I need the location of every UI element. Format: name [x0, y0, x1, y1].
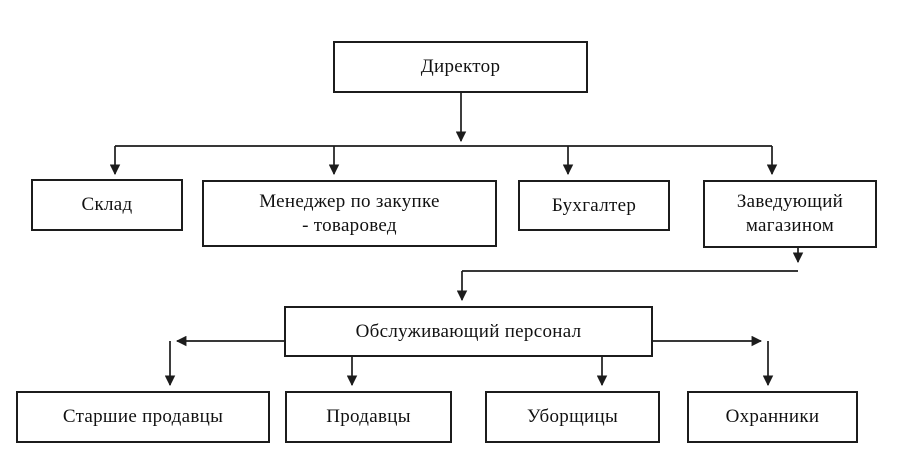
node-warehouse: Склад: [31, 179, 183, 231]
node-purchasing-manager-label-line1: Менеджер по закупке: [259, 190, 440, 212]
node-director: Директор: [333, 41, 588, 93]
node-warehouse-label: Склад: [81, 194, 133, 216]
node-cleaners: Уборщицы: [485, 391, 660, 443]
node-store-manager: Заведующий магазином: [703, 180, 877, 248]
node-service-staff: Обслуживающий персонал: [284, 306, 653, 357]
node-purchasing-manager-label-line2: - товаровед: [302, 214, 397, 236]
node-sellers: Продавцы: [285, 391, 452, 443]
node-sellers-label: Продавцы: [326, 406, 411, 428]
node-accountant-label: Бухгалтер: [551, 194, 637, 216]
node-guards-label: Охранники: [725, 406, 820, 428]
node-service-staff-label: Обслуживающий персонал: [355, 320, 582, 342]
node-store-manager-label-line2: магазином: [745, 215, 835, 236]
node-store-manager-label-line1: Заведующий: [736, 191, 844, 213]
node-purchasing-manager: Менеджер по закупке - товаровед: [202, 180, 497, 247]
node-director-label: Директор: [420, 56, 501, 78]
node-senior-sellers-label: Старшие продавцы: [62, 406, 224, 428]
node-guards: Охранники: [687, 391, 858, 443]
node-cleaners-label: Уборщицы: [526, 406, 619, 428]
node-accountant: Бухгалтер: [518, 180, 670, 231]
node-senior-sellers: Старшие продавцы: [16, 391, 270, 443]
